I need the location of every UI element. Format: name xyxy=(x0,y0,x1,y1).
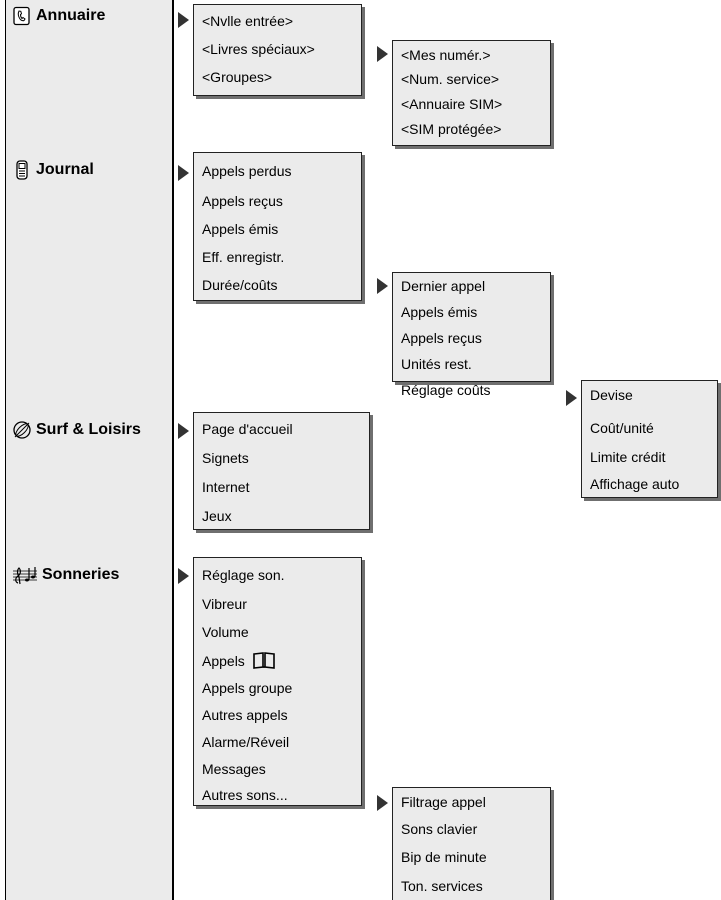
music-note-icon xyxy=(12,565,38,585)
submenu-item[interactable]: Signets xyxy=(202,450,249,466)
submenu-item[interactable]: <Annuaire SIM> xyxy=(401,96,503,112)
submenu-item[interactable]: Appels groupe xyxy=(202,680,293,696)
submenu-item[interactable]: Dernier appel xyxy=(401,278,486,294)
reglage-couts-submenu: Devise Coût/unité Limite crédit Affichag… xyxy=(581,380,718,498)
livres-speciaux-submenu: <Mes numér.> <Num. service> <Annuaire SI… xyxy=(392,40,551,146)
submenu-item[interactable]: <Num. service> xyxy=(401,71,500,87)
submenu-item[interactable]: Réglage son. xyxy=(202,567,285,583)
submenu-item[interactable]: Messages xyxy=(202,761,266,777)
annuaire-submenu: <Nvlle entrée> <Livres spéciaux> <Groupe… xyxy=(193,4,362,96)
submenu-item[interactable]: Volume xyxy=(202,624,249,640)
submenu-item[interactable]: Alarme/Réveil xyxy=(202,734,290,750)
submenu-item[interactable]: Page d'accueil xyxy=(202,421,293,437)
main-menu-label: Annuaire xyxy=(36,7,106,24)
main-menu-journal[interactable]: Journal xyxy=(12,158,94,182)
journal-submenu: Appels perdus Appels reçus Appels émis E… xyxy=(193,152,362,301)
main-menu-annuaire[interactable]: Annuaire xyxy=(12,4,105,28)
submenu-arrow-icon xyxy=(178,423,189,439)
submenu-item[interactable]: Sons clavier xyxy=(401,821,478,837)
submenu-arrow-icon xyxy=(178,568,189,584)
globe-icon xyxy=(12,420,32,440)
main-menu-label: Surf & Loisirs xyxy=(36,421,141,438)
submenu-item[interactable]: Jeux xyxy=(202,508,232,524)
submenu-item[interactable]: Devise xyxy=(590,387,633,403)
submenu-item[interactable]: Limite crédit xyxy=(590,449,666,465)
submenu-item[interactable]: <Nvlle entrée> xyxy=(202,13,294,29)
submenu-item[interactable]: Autres sons... xyxy=(202,787,288,803)
submenu-item[interactable]: Appels émis xyxy=(401,304,478,320)
submenu-item[interactable]: Autres appels xyxy=(202,707,288,723)
duree-couts-submenu: Dernier appel Appels émis Appels reçus U… xyxy=(392,272,551,398)
submenu-item[interactable]: Appels perdus xyxy=(202,163,292,179)
submenu-item[interactable]: Unités rest. xyxy=(401,356,472,372)
submenu-arrow-icon xyxy=(178,12,189,28)
submenu-arrow-icon xyxy=(566,390,577,406)
submenu-item[interactable]: Eff. enregistr. xyxy=(202,249,285,265)
submenu-arrow-icon xyxy=(377,795,388,811)
submenu-item[interactable]: Ton. services xyxy=(401,878,483,894)
submenu-item[interactable]: <Groupes> xyxy=(202,69,273,85)
submenu-item[interactable]: Affichage auto xyxy=(590,476,680,492)
submenu-item[interactable]: Internet xyxy=(202,479,250,495)
submenu-item[interactable]: Appels xyxy=(202,651,276,672)
submenu-item[interactable]: Vibreur xyxy=(202,596,247,612)
submenu-item[interactable]: Filtrage appel xyxy=(401,794,486,810)
submenu-item[interactable]: Coût/unité xyxy=(590,420,654,436)
submenu-item[interactable]: <SIM protégée> xyxy=(401,121,502,137)
main-menu-sonneries[interactable]: Sonneries xyxy=(12,563,119,587)
main-menu-label: Journal xyxy=(36,161,94,178)
surf-loisirs-submenu: Page d'accueil Signets Internet Jeux xyxy=(193,412,370,530)
submenu-arrow-icon xyxy=(377,46,388,62)
submenu-item[interactable]: Durée/coûts xyxy=(202,277,278,293)
call-log-phone-icon xyxy=(12,160,32,180)
submenu-item-label: Appels xyxy=(202,653,245,669)
submenu-item[interactable]: Appels reçus xyxy=(401,330,482,346)
sidebar-left-border xyxy=(5,0,6,900)
main-menu-column xyxy=(5,0,174,900)
submenu-item[interactable]: Appels reçus xyxy=(202,193,283,209)
main-menu-label: Sonneries xyxy=(42,566,120,583)
autres-sons-submenu: Filtrage appel Sons clavier Bip de minut… xyxy=(392,787,551,900)
sonneries-submenu: Réglage son. Vibreur Volume Appels Appel… xyxy=(193,557,362,806)
submenu-arrow-icon xyxy=(377,278,388,294)
phonebook-icon xyxy=(12,6,32,26)
submenu-item[interactable]: Réglage coûts xyxy=(401,382,491,398)
submenu-arrow-icon xyxy=(178,165,189,181)
submenu-item[interactable]: <Mes numér.> xyxy=(401,47,491,63)
submenu-item[interactable]: Appels émis xyxy=(202,221,279,237)
main-menu-surf-loisirs[interactable]: Surf & Loisirs xyxy=(12,418,141,442)
submenu-item[interactable]: Bip de minute xyxy=(401,849,487,865)
open-book-icon xyxy=(252,651,276,672)
submenu-item[interactable]: <Livres spéciaux> xyxy=(202,41,315,57)
